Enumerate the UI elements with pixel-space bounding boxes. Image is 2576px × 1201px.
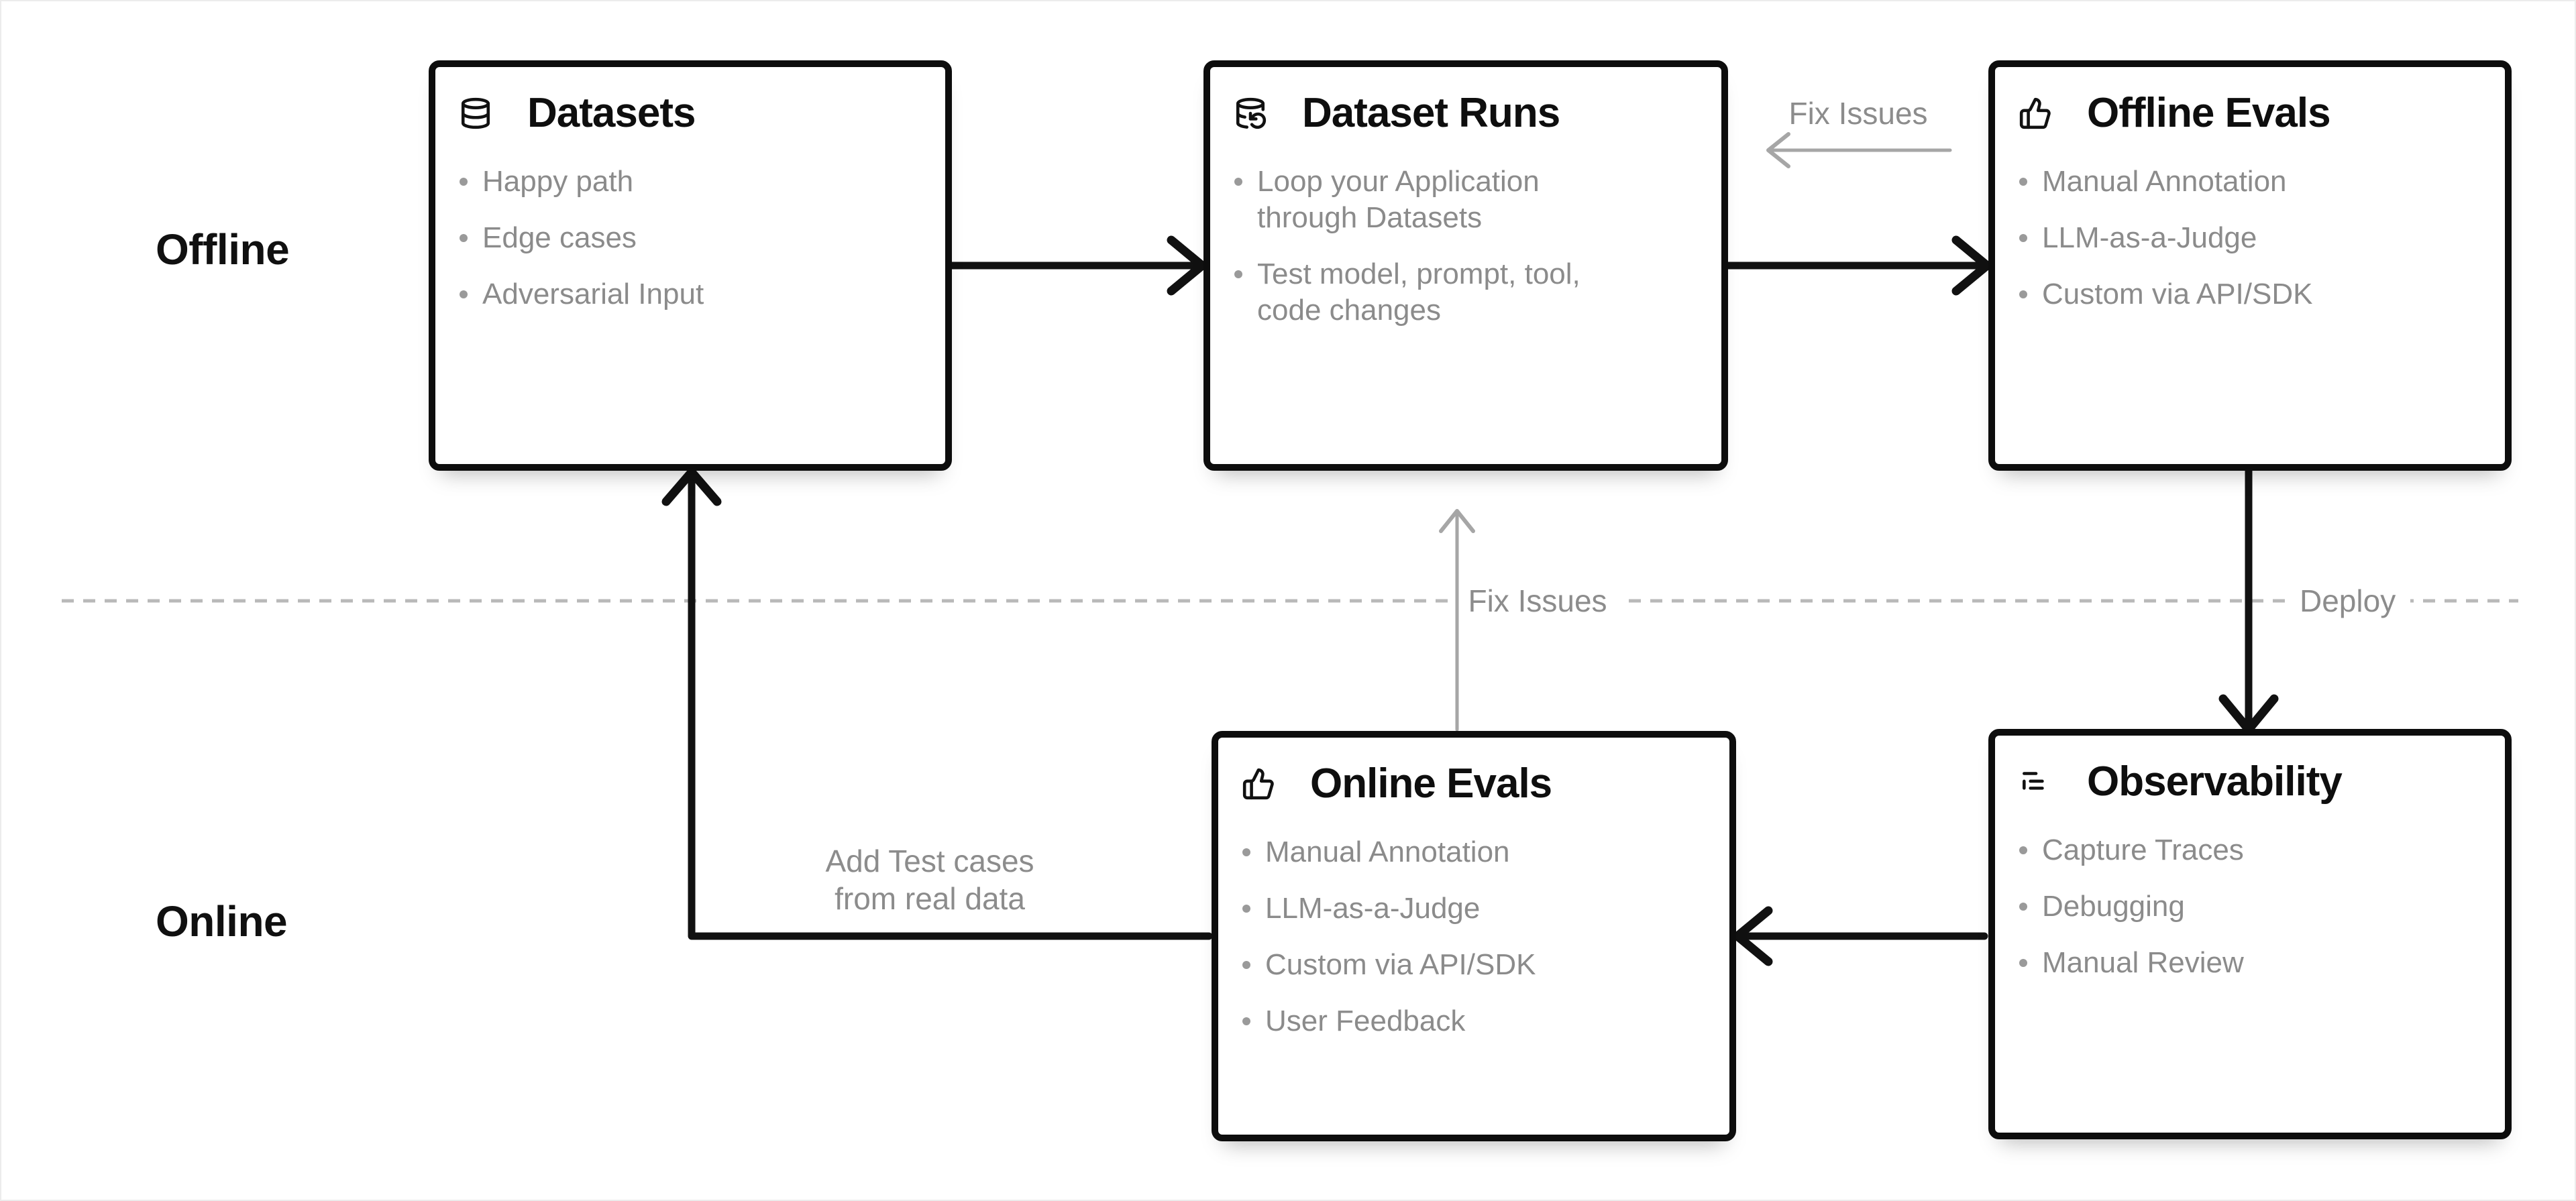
node-observability: Observability Capture Traces Debugging M… <box>1988 729 2512 1139</box>
edge-label-fix-issues-mid: Fix Issues <box>1453 582 1622 620</box>
list-item: Manual Annotation <box>1242 834 1703 870</box>
list-item: Manual Annotation <box>2019 164 2478 200</box>
node-datasets: Datasets Happy path Edge cases Adversari… <box>429 60 952 471</box>
bullet-dot <box>2019 846 2027 854</box>
arrow-observability-to-online-evals <box>1733 906 1988 966</box>
bullet-dot <box>1242 848 1250 856</box>
bullet-dot <box>2019 959 2027 967</box>
bullet-dot <box>1242 961 1250 969</box>
list-item: Custom via API/SDK <box>2019 276 2478 312</box>
bullet-dot <box>2019 234 2027 242</box>
node-title: Datasets <box>527 90 696 136</box>
list-item: Adversarial Input <box>460 276 918 312</box>
region-label-offline: Offline <box>156 225 290 274</box>
node-bullet-list: Loop your Application through Datasets T… <box>1210 164 1721 329</box>
list-item: LLM-as-a-Judge <box>2019 220 2478 256</box>
list-item: Happy path <box>460 164 918 200</box>
arrow-offline-evals-to-observability <box>2218 464 2279 734</box>
list-item: Debugging <box>2019 889 2478 925</box>
node-dataset-runs: Dataset Runs Loop your Application throu… <box>1203 60 1728 471</box>
region-label-online: Online <box>156 897 288 946</box>
node-offline-evals: Offline Evals Manual Annotation LLM-as-a… <box>1988 60 2512 471</box>
bullet-dot <box>2019 903 2027 911</box>
arrow-fix-issues-top <box>1766 132 1952 168</box>
list-item: Test model, prompt, tool, code changes <box>1234 256 1695 329</box>
bullet-dot <box>1234 178 1242 186</box>
logs-icon <box>2023 772 2044 790</box>
bullet-dot <box>1242 905 1250 913</box>
database-run-icon <box>1236 97 1267 129</box>
arrow-dataset-runs-to-offline-evals <box>1721 235 1992 296</box>
bullet-dot <box>460 290 468 298</box>
thumbs-up-icon <box>2019 97 2051 129</box>
node-title: Online Evals <box>1310 760 1552 807</box>
node-title: Observability <box>2087 758 2343 805</box>
node-bullet-list: Manual Annotation LLM-as-a-Judge Custom … <box>1995 164 2505 312</box>
bullet-dot <box>460 178 468 186</box>
bullet-dot <box>1234 270 1242 278</box>
list-item: Loop your Application through Datasets <box>1234 164 1695 236</box>
list-item: Manual Review <box>2019 945 2478 981</box>
node-bullet-list: Happy path Edge cases Adversarial Input <box>435 164 945 312</box>
bullet-dot <box>2019 290 2027 298</box>
node-title: Dataset Runs <box>1302 90 1560 136</box>
bullet-dot <box>460 234 468 242</box>
database-icon <box>461 97 490 129</box>
arrow-datasets-to-dataset-runs <box>945 235 1207 296</box>
edge-label-fix-issues-top: Fix Issues <box>1788 96 1928 131</box>
edge-label-add-test-cases: Add Test cases from real data <box>825 844 1034 916</box>
bullet-dot <box>1242 1017 1250 1025</box>
thumbs-up-icon <box>1242 768 1274 800</box>
list-item: User Feedback <box>1242 1003 1703 1039</box>
node-title: Offline Evals <box>2087 90 2331 136</box>
list-item: Edge cases <box>460 220 918 256</box>
bullet-dot <box>2019 178 2027 186</box>
node-bullet-list: Manual Annotation LLM-as-a-Judge Custom … <box>1218 834 1729 1039</box>
list-item: LLM-as-a-Judge <box>1242 891 1703 927</box>
edge-label-deploy: Deploy <box>2285 582 2411 620</box>
arrow-fix-issues-mid <box>1439 509 1475 732</box>
node-bullet-list: Capture Traces Debugging Manual Review <box>1995 832 2505 981</box>
list-item: Capture Traces <box>2019 832 2478 868</box>
list-item: Custom via API/SDK <box>1242 947 1703 983</box>
node-online-evals: Online Evals Manual Annotation LLM-as-a-… <box>1212 731 1736 1141</box>
